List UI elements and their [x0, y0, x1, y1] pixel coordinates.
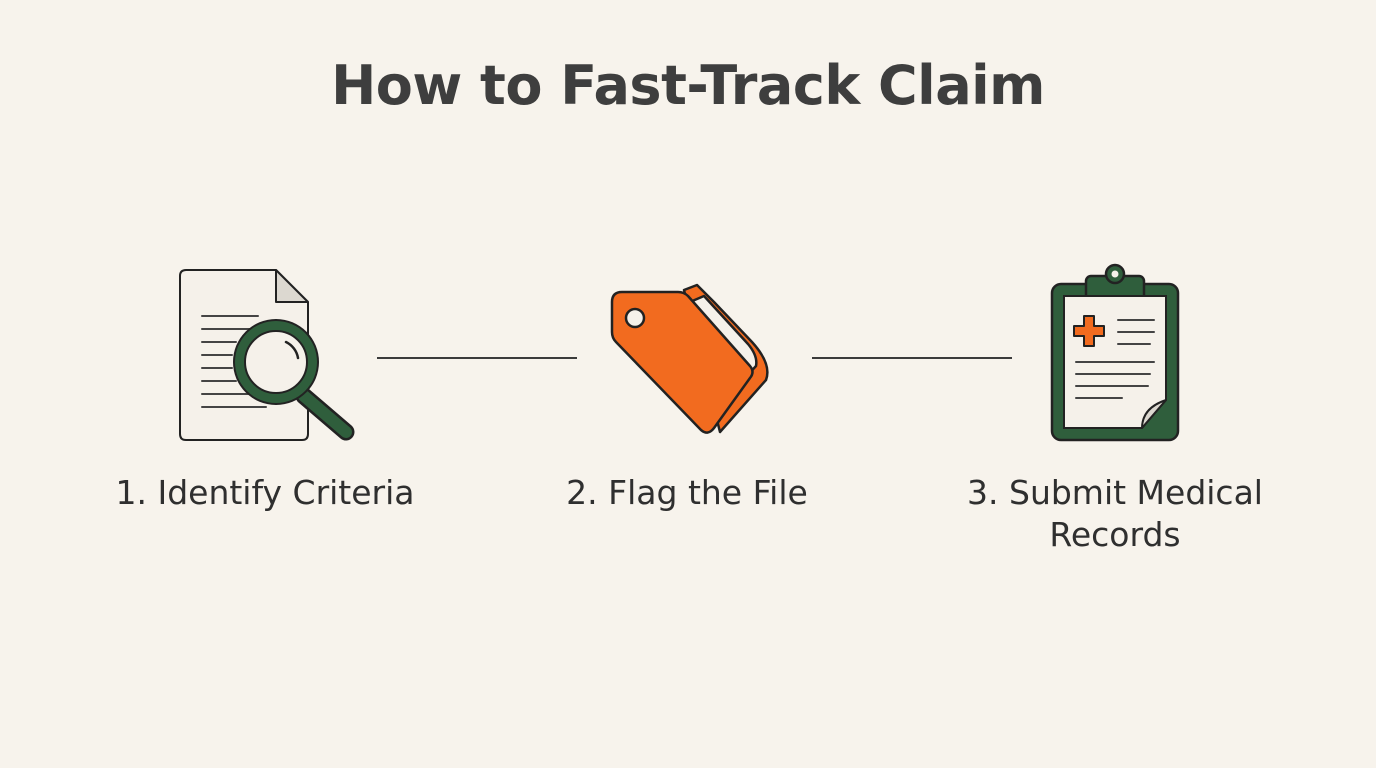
page-title: How to Fast-Track Claim [331, 54, 1045, 117]
connector-line-1 [377, 357, 577, 359]
medical-clipboard-icon [1050, 263, 1180, 442]
step-label-2: 2. Flag the File [566, 473, 808, 512]
step-label-3: 3. Submit Medical Records [967, 473, 1263, 554]
step-label-1: 1. Identify Criteria [115, 473, 415, 512]
connector-line-2 [812, 357, 1012, 359]
document-magnifier-icon [179, 269, 355, 441]
tag-folder-icon [610, 283, 769, 434]
